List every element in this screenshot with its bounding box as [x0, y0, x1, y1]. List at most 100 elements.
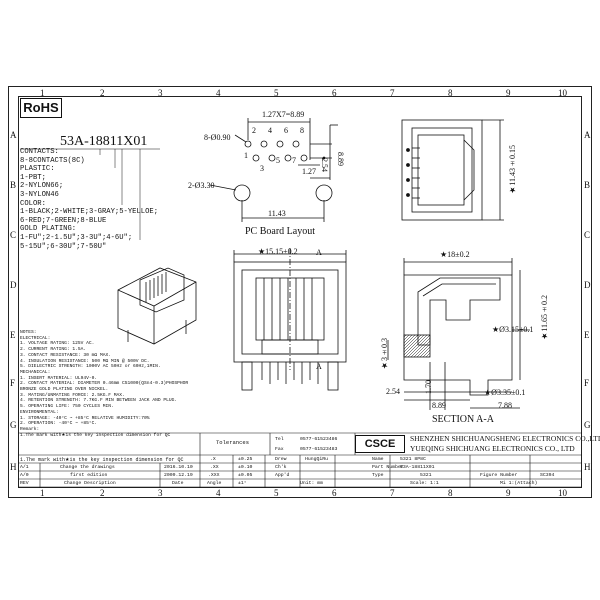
company-name-shenzhen: SHENZHEN SHICHUANGSHENG ELECTRONICS CO.,…	[410, 434, 600, 443]
dim-height-11-43: ★11.43±0.15	[508, 145, 517, 195]
zone-marker-right: D	[584, 280, 591, 290]
dim-8-89: 8.89	[336, 152, 345, 166]
zone-marker-top: 8	[448, 88, 453, 98]
note-line: 3. MATING/UNMATING FORCE: 2.5KG.F MAX.	[20, 392, 125, 398]
scale-label: Scale: 1:1	[410, 481, 439, 486]
zone-marker-bottom: 6	[332, 488, 337, 498]
section-a-a-label: SECTION A-A	[432, 414, 494, 425]
unit-label: Unit: mm	[300, 481, 324, 486]
note-line: ELECTRICAL:	[20, 335, 51, 341]
dim-8-holes: 8-Ø0.90	[204, 133, 231, 142]
zone-marker-top: 10	[558, 88, 567, 98]
type-value: 5321	[420, 473, 432, 478]
spec-line: 3-NYLON46	[20, 190, 59, 199]
zone-marker-left: H	[10, 462, 17, 472]
zone-marker-top: 6	[332, 88, 337, 98]
rev-a0: A/0	[20, 473, 29, 478]
dim-height-11-65: ★11.65±0.2	[540, 295, 549, 341]
dim-pitch: 1.27X7=8.89	[262, 110, 305, 119]
zone-marker-bottom: 10	[558, 488, 567, 498]
spec-options-list: CONTACTS: 8-8CONTACTS(8C) PLASTIC: 1-PBT…	[20, 148, 158, 251]
spec-line: 1-PBT;	[20, 173, 46, 182]
section-marker-top: A	[316, 248, 322, 257]
zone-marker-top: 7	[390, 88, 395, 98]
figure-number-value: SC394	[540, 473, 555, 478]
zone-marker-right: F	[584, 378, 590, 388]
technical-notes: NOTES: ELECTRICAL: 1. VOLTAGE RATING: 12…	[20, 330, 188, 438]
pin-number: 5	[276, 156, 280, 165]
zone-marker-left: C	[10, 230, 17, 240]
tol-xxx: .XXX	[208, 473, 220, 478]
spec-line: 1-FU";2-1.5U";3-3U";4-6U";	[20, 233, 133, 242]
zone-marker-right: B	[584, 180, 591, 190]
dim-width-18: ★18±0.2	[440, 250, 470, 259]
pin-number: 7	[292, 156, 296, 165]
zone-marker-top: 5	[274, 88, 279, 98]
dim-2-54: 2.54	[320, 158, 329, 172]
check-label: Ch'k	[275, 465, 287, 470]
note-line: BRONZE GOLD PLATING OVER NICKEL.	[20, 387, 109, 393]
section-view	[387, 258, 530, 410]
dim-side-1-70: 1.70	[424, 380, 433, 394]
note-line: 4. RETENTION STRENGTH: 7.7KG.F MIN BETWE…	[20, 398, 178, 404]
dim-dia-3-15: ★Ø3.15±0.1	[492, 325, 534, 334]
top-view	[401, 119, 504, 221]
rev-a1-date: 2016.10.10	[164, 465, 193, 470]
pin-number: 1	[244, 151, 248, 160]
note-line: 5. DIELECTRIC STRENGTH: 1000V AC 50Hz or…	[20, 364, 161, 370]
tol-xx: .XX	[210, 465, 219, 470]
zone-marker-top: 4	[216, 88, 221, 98]
pcb-layout-label: PC Board Layout	[245, 226, 315, 237]
dim-11-43: 11.43	[268, 209, 286, 218]
name-label: Name	[372, 457, 384, 462]
title-block-grid	[18, 432, 582, 488]
note-line: 1. INSERT MATERIAL: UL94V-0.	[20, 375, 98, 381]
note-line: NOTES:	[20, 330, 37, 335]
part-number-label: Part Number	[372, 465, 404, 470]
change-desc-header: Change Description	[64, 481, 116, 486]
dim-side-2-54: 2.54	[386, 387, 400, 396]
zone-marker-right: C	[584, 230, 591, 240]
zone-marker-bottom: 2	[100, 488, 105, 498]
note-line: 2. OPERATION: -40°C ~ +85°C.	[20, 421, 98, 427]
spec-line: 6-RED;7-GREEN;8-BLUE	[20, 216, 107, 225]
front-view	[233, 248, 347, 391]
zone-marker-right: A	[584, 130, 591, 140]
rev-a0-desc: first edition	[70, 473, 108, 478]
spec-line: PLASTIC:	[20, 165, 55, 174]
pin-number: 2	[252, 126, 256, 135]
zone-marker-top: 1	[40, 88, 45, 98]
note-line: 2. CONTACT MATERIAL: DIAMETER 0.46mm C51…	[20, 381, 189, 387]
rev-a0-date: 2009.12.19	[164, 473, 193, 478]
tol-x-value: ±0.25	[238, 457, 253, 462]
dim-2-holes: 2-Ø3.30	[188, 181, 215, 190]
part-number-value: 53A-18811X01	[400, 465, 435, 470]
approved-label: App'd	[275, 473, 290, 478]
zone-marker-left: G	[10, 420, 17, 430]
spec-line: 2-NYLON66;	[20, 182, 64, 191]
name-value: 5321 8P8C	[400, 457, 426, 462]
dim-1-27: 1.27	[302, 167, 316, 176]
pin-number: 3	[260, 164, 264, 173]
zone-marker-bottom: 7	[390, 488, 395, 498]
rev-header: REV	[20, 481, 29, 486]
isometric-connector	[117, 267, 197, 345]
date-header: Date	[172, 481, 184, 486]
spec-line: 5-15U";6-30U";7-50U"	[20, 242, 107, 251]
tol-xxx-value: ±0.05	[238, 473, 253, 478]
zone-marker-right: H	[584, 462, 591, 472]
rohs-logo: RoHS	[20, 98, 62, 118]
dim-side-8-89: 8.89	[432, 401, 446, 410]
spec-line: CONTACTS:	[20, 148, 59, 156]
fax-label: Fax	[275, 447, 284, 452]
type-label: Type	[372, 473, 384, 478]
note-line: 1. VOLTAGE RATING: 125V AC.	[20, 341, 95, 347]
tol-xx-value: ±0.10	[238, 465, 253, 470]
note-line: 1.The mark with★is the key inspection di…	[20, 432, 171, 438]
zone-marker-left: A	[10, 130, 17, 140]
dim-dia-3-35: ★Ø3.35±0.1	[484, 388, 526, 397]
tol-angle-value: ±1°	[238, 481, 247, 486]
pin-number: 8	[300, 126, 304, 135]
